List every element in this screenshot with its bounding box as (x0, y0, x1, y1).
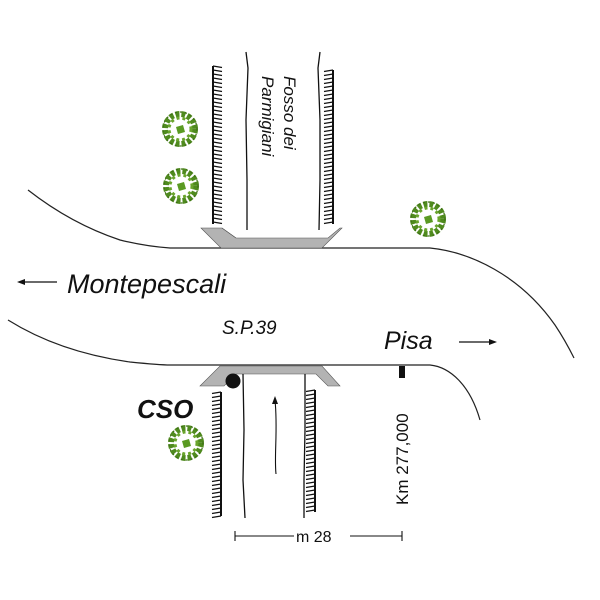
tree-icon (163, 112, 197, 146)
tree-icon (169, 426, 203, 460)
tree-icon (164, 169, 198, 203)
canal-name-line2: Parmigiani (258, 76, 277, 158)
arrow-right-icon (459, 339, 497, 345)
arrow-up-icon (272, 396, 278, 475)
road-north-edge (27, 189, 575, 359)
bank-hatch-ne (323, 69, 334, 225)
tree-icon (411, 202, 445, 236)
arrow-left-icon (17, 279, 57, 285)
road-south-edge (7, 319, 481, 421)
bank-hatch-se (305, 389, 316, 513)
canal-north (212, 51, 334, 231)
milestone-icon (399, 366, 405, 378)
bank-hatch-nw (212, 65, 223, 225)
bank-hatch-sw (211, 391, 222, 519)
west-destination-label: Montepescali (67, 269, 227, 299)
bridge-headwall-south (199, 365, 341, 387)
outfall-label: CSO (137, 394, 193, 424)
filled-circle-icon (225, 373, 241, 389)
width-dimension-label: m 28 (296, 529, 332, 546)
canal-south (211, 373, 316, 519)
road-name-label: S.P.39 (222, 318, 277, 339)
east-destination-label: Pisa (384, 327, 433, 355)
bridge-headwall-north (200, 227, 343, 249)
canal-name-line1: Fosso dei (280, 76, 299, 151)
km-marker-label: Km 277,000 (393, 413, 412, 505)
width-dimension (234, 531, 403, 541)
